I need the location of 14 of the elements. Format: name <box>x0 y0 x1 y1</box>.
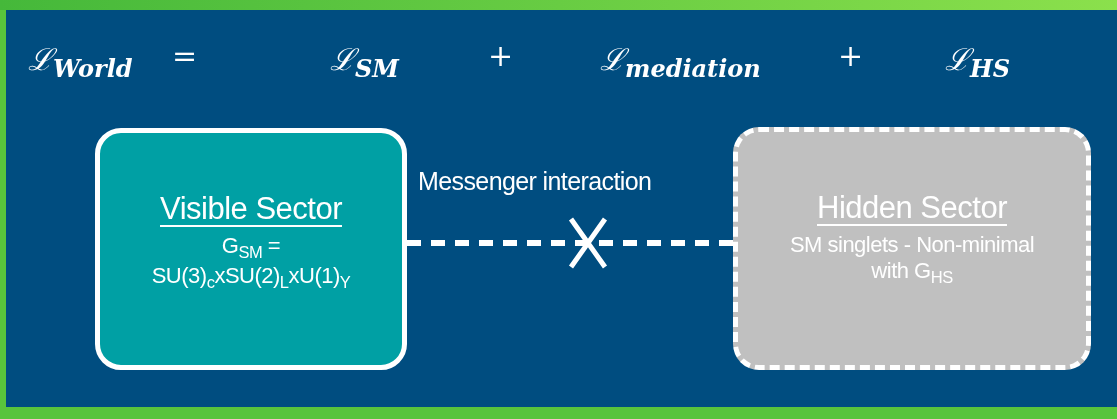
equation-term: ℒ$_{SM}$ <box>330 41 399 83</box>
box-text: SM singlets - Non-minimal with G$_{HS}$ <box>788 232 1036 289</box>
equation-term: ℒ$_{mediation}$ <box>600 41 761 83</box>
box-heading: Visible Sector <box>160 191 342 227</box>
sector-box <box>733 127 1091 370</box>
sector-box <box>95 128 407 370</box>
equation-term: ℒ$_{World}$ <box>28 41 133 83</box>
dashed-connector <box>407 240 733 246</box>
equation-term: + <box>488 38 514 73</box>
equation-term: ℒ$_{HS}$ <box>945 41 1010 83</box>
box-text: G$_{SM}$ = SU(3)$_{c}$xSU(2)$_{L}$xU(1)$_{Y}$ <box>150 233 352 294</box>
box-heading: Hidden Sector <box>817 190 1007 226</box>
equation-term: = <box>172 38 198 73</box>
equation-term: + <box>838 38 864 73</box>
